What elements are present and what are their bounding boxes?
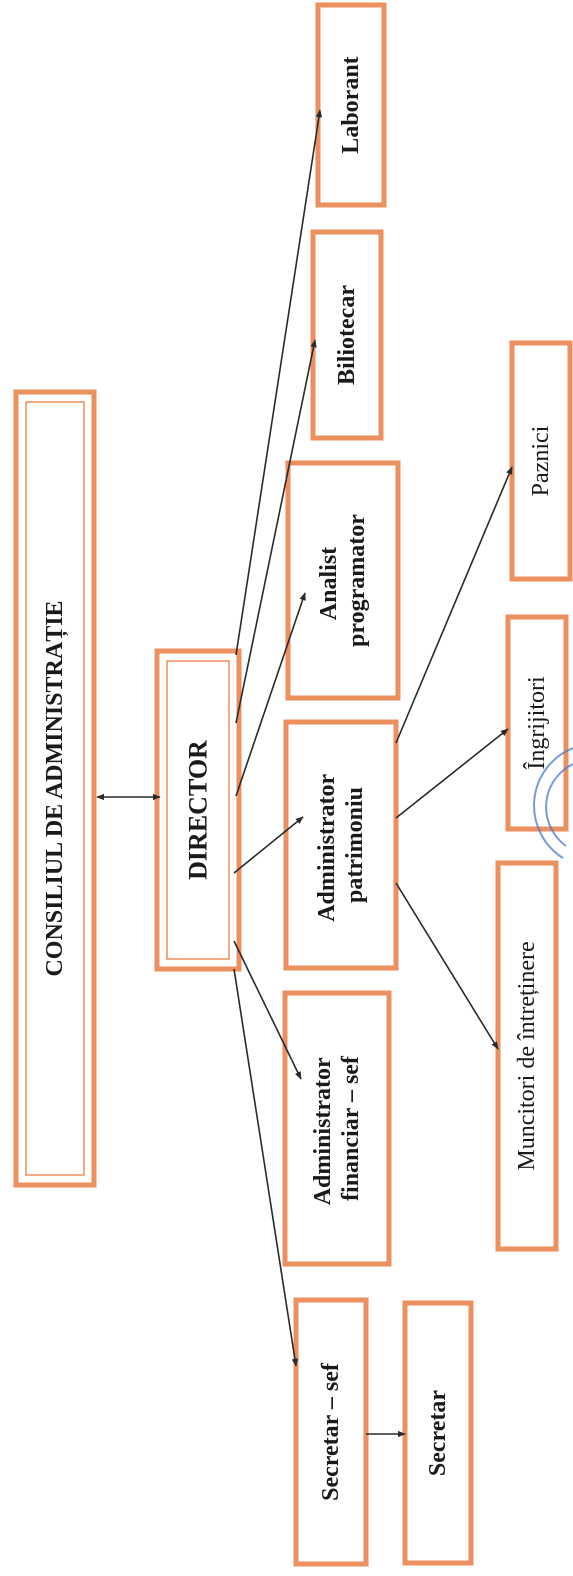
secretar-label: Secretar <box>425 1390 451 1477</box>
edge-admin-patrimoniu-muncitori <box>395 882 499 1050</box>
edge-admin-patrimoniu-paznici <box>395 466 513 744</box>
analist-label-line2: programator <box>344 514 370 647</box>
admin-financiar-node: Administrator financiar – sef <box>282 990 392 1267</box>
paznici-node: Paznici <box>509 340 573 582</box>
council-node: CONSILIUL DE ADMINISTRAȚIE <box>13 389 97 1188</box>
edge-admin-patrimoniu-ingrijitori <box>395 728 509 819</box>
bibliotecar-node: Biliotecar <box>310 229 384 441</box>
director-label: DIRECTOR <box>184 740 213 880</box>
admin-patrimoniu-node: Administrator patrimoniu <box>283 719 399 971</box>
laborant-node: Laborant <box>315 2 387 208</box>
ingrijitori-label: Îngrijitori <box>524 676 550 770</box>
edge-director-admin-financiar <box>233 940 302 1080</box>
laborant-label: Laborant <box>338 56 364 153</box>
edge-director-laborant <box>235 109 323 656</box>
council-label: CONSILIUL DE ADMINISTRAȚIE <box>42 600 69 976</box>
svg-text:Analist programator: Analist programator <box>316 514 370 647</box>
analist-label-line1: Analist <box>316 547 342 620</box>
admin-financiar-label-line2: financiar – sef <box>338 1055 364 1201</box>
muncitori-label: Muncitori de întreținere <box>514 941 540 1170</box>
svg-text:Administrator patrimoniu: Administrator patrimoniu <box>314 768 368 922</box>
secretar-node: Secretar <box>402 1300 474 1566</box>
admin-patrimoniu-label-line2: patrimoniu <box>342 787 368 903</box>
stamp-mark <box>533 747 573 859</box>
svg-text:Administrator financiar: Administrator financiar – sef <box>310 1052 364 1206</box>
analist-node: Analist programator <box>285 460 401 701</box>
ingrijitori-node: Îngrijitori <box>505 614 569 832</box>
admin-financiar-label-line1: Administrator <box>310 1057 336 1205</box>
edge-director-admin-patrimoniu <box>233 816 304 874</box>
admin-patrimoniu-label-line1: Administrator <box>314 773 340 921</box>
paznici-label: Paznici <box>528 425 554 496</box>
edge-director-analist <box>235 592 306 797</box>
bibliotecar-label: Biliotecar <box>334 285 360 385</box>
director-node: DIRECTOR <box>154 648 242 972</box>
muncitori-node: Muncitori de întreținere <box>495 860 559 1252</box>
secretar-sef-label: Secretar – sef <box>318 1362 344 1501</box>
edge-director-bibliotecar <box>235 339 317 724</box>
edge-director-secretar-sef <box>233 968 299 1367</box>
secretar-sef-node: Secretar – sef <box>293 1297 369 1567</box>
